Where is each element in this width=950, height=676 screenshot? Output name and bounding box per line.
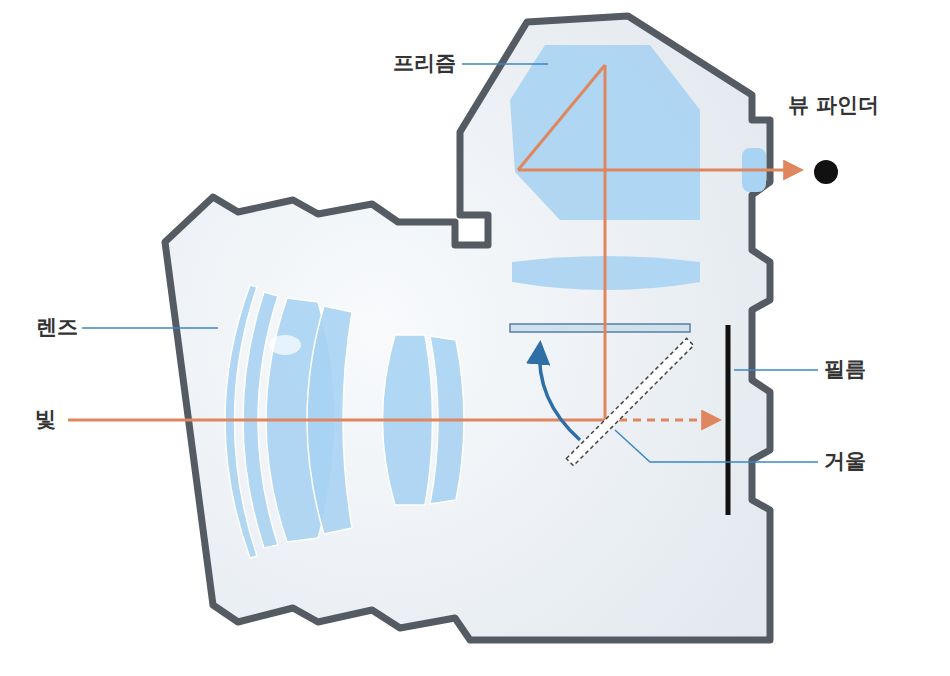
part-label: 필름 <box>824 357 866 382</box>
eye-point <box>814 160 838 184</box>
focusing-screen <box>510 324 690 332</box>
light-path <box>68 65 800 420</box>
film-plane <box>726 325 731 515</box>
mirror <box>566 338 693 465</box>
camera-body <box>165 16 770 640</box>
part-label: 빛 <box>35 407 56 432</box>
mirror-flip-arrow <box>540 345 581 440</box>
part-label: 프리즘 <box>393 51 456 76</box>
part-label: 뷰 파인더 <box>788 93 879 118</box>
part-label: 렌즈 <box>36 315 78 340</box>
leader-lines <box>82 64 818 462</box>
part-label: 거울 <box>824 449 866 474</box>
